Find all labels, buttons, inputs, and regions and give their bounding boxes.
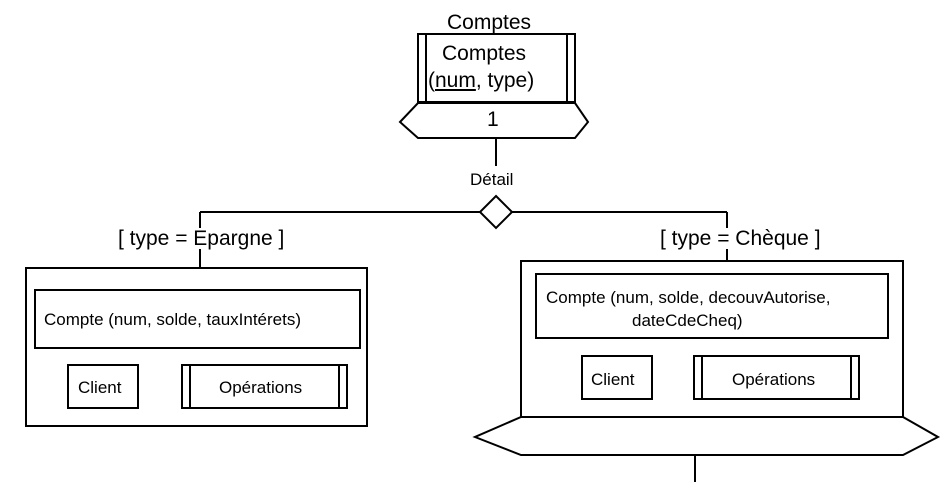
right-condition: [ type = Chèque ]	[659, 227, 822, 250]
split-label: Détail	[470, 170, 514, 189]
right-client-box	[581, 355, 653, 400]
primary-key-attr: num	[435, 69, 476, 92]
right-client-label: Client	[591, 370, 635, 389]
top-hexagon	[398, 102, 590, 139]
key-open-paren: (	[428, 69, 435, 92]
split-diamond	[478, 194, 514, 230]
left-client-box	[67, 364, 139, 409]
right-entity-box	[535, 273, 889, 339]
top-entity-key: (num, type)	[428, 70, 534, 91]
left-operations-label: Opérations	[219, 378, 303, 397]
left-client-label: Client	[78, 378, 122, 397]
top-entity-title: Comptes	[442, 42, 527, 65]
right-entity-label-line1: Compte (num, solde, decouvAutorise,	[546, 288, 831, 307]
right-operations-box	[693, 355, 860, 400]
left-operations-box	[181, 364, 348, 409]
key-rest: , type)	[475, 69, 535, 92]
left-subtype-outer-box	[25, 267, 368, 427]
bottom-hexagon	[472, 416, 941, 456]
left-entity-label: Compte (num, solde, tauxIntérets)	[44, 310, 302, 329]
right-operations-label: Opérations	[732, 370, 816, 389]
left-condition: [ type = Epargne ]	[117, 227, 286, 250]
top-heading: Comptes	[447, 11, 532, 34]
left-entity-box	[34, 289, 361, 349]
top-multiplicity: 1	[487, 108, 499, 131]
right-entity-label-line2: dateCdeCheq)	[632, 311, 743, 330]
